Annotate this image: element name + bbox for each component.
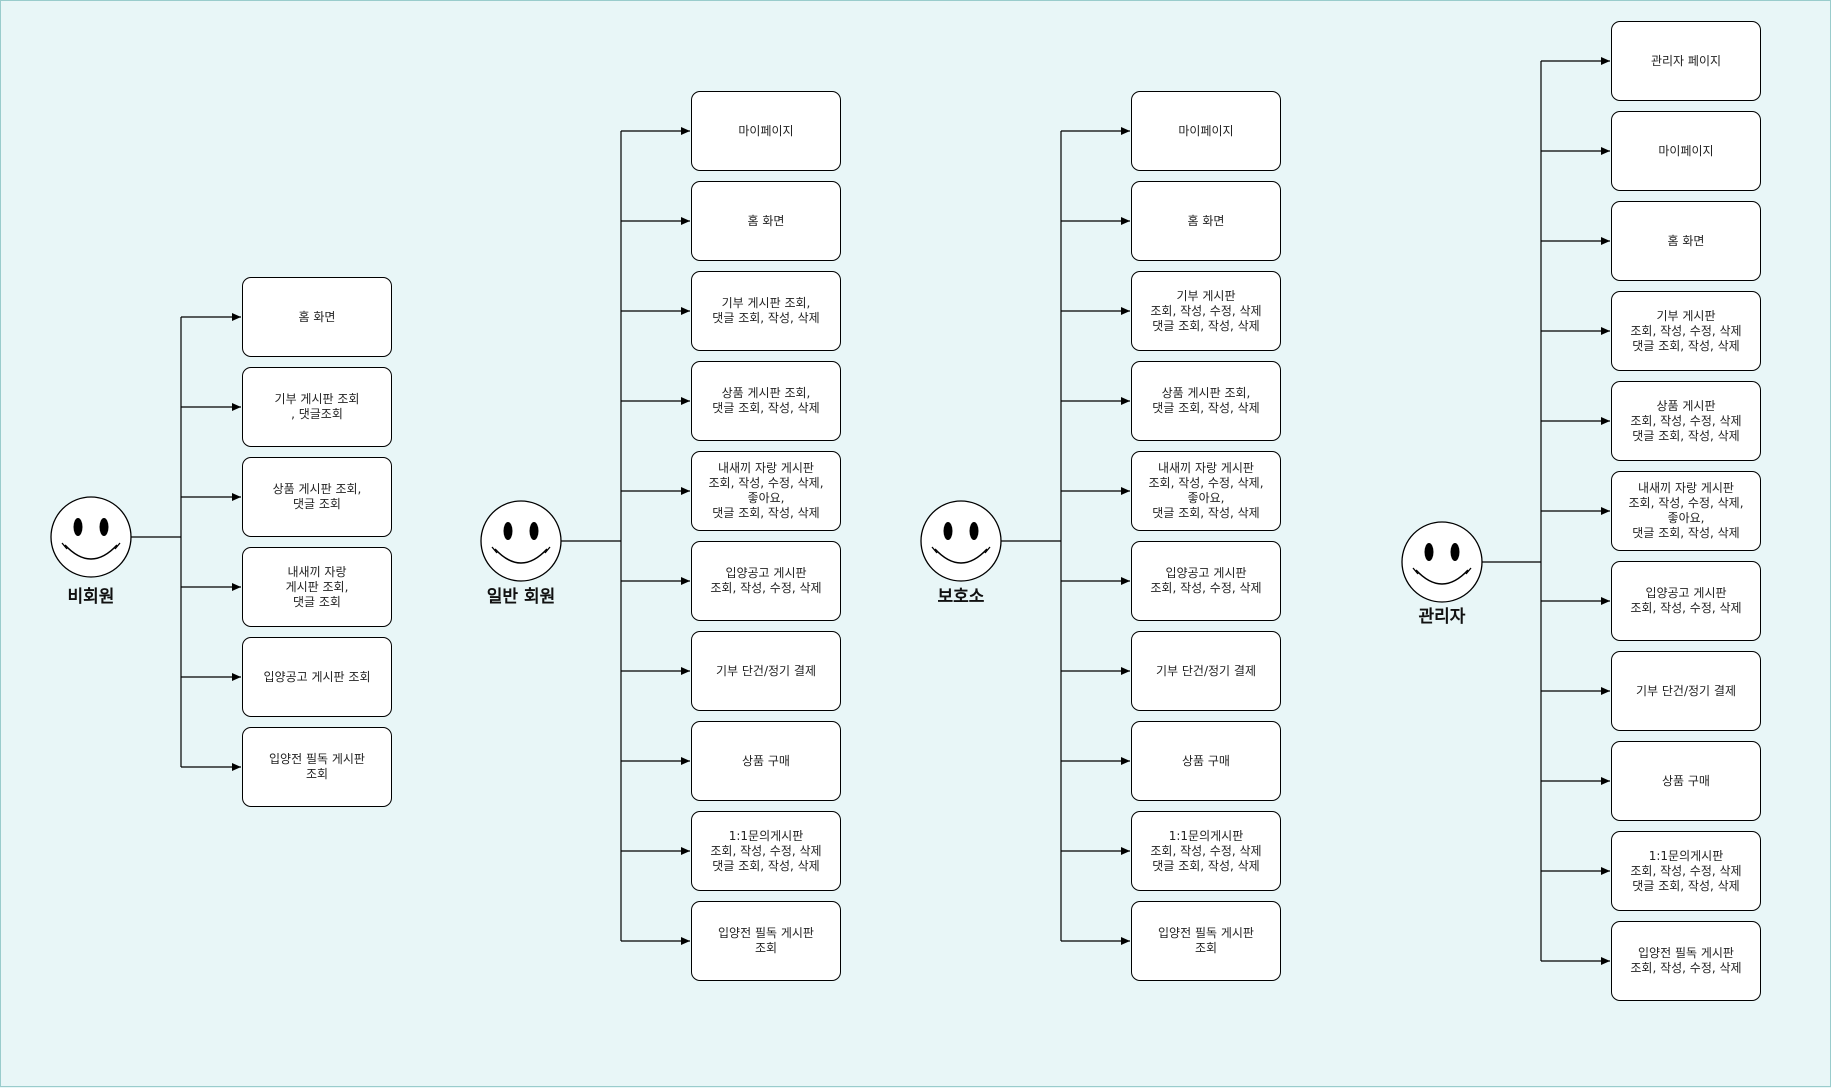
- non-member-smiley-icon: [50, 496, 132, 578]
- shelter-smiley-icon: [920, 500, 1002, 582]
- shelter-feature-box: 1:1문의게시판 조회, 작성, 수정, 삭제 댓글 조회, 작성, 삭제: [1131, 811, 1281, 891]
- non-member-feature-box: 입양공고 게시판 조회: [242, 637, 392, 717]
- member-feature-box: 상품 게시판 조회, 댓글 조회, 작성, 삭제: [691, 361, 841, 441]
- member-feature-box: 기부 게시판 조회, 댓글 조회, 작성, 삭제: [691, 271, 841, 351]
- shelter-actor-label: 보호소: [937, 587, 985, 607]
- admin-feature-box: 마이페이지: [1611, 111, 1761, 191]
- shelter-feature-box: 기부 단건/정기 결제: [1131, 631, 1281, 711]
- admin-feature-box: 입양공고 게시판 조회, 작성, 수정, 삭제: [1611, 561, 1761, 641]
- shelter-feature-box: 입양공고 게시판 조회, 작성, 수정, 삭제: [1131, 541, 1281, 621]
- admin-feature-box: 관리자 페이지: [1611, 21, 1761, 101]
- member-feature-box: 내새끼 자랑 게시판 조회, 작성, 수정, 삭제, 좋아요, 댓글 조회, 작…: [691, 451, 841, 531]
- admin-feature-box: 기부 게시판 조회, 작성, 수정, 삭제 댓글 조회, 작성, 삭제: [1611, 291, 1761, 371]
- member-feature-box: 입양공고 게시판 조회, 작성, 수정, 삭제: [691, 541, 841, 621]
- shelter-feature-box: 내새끼 자랑 게시판 조회, 작성, 수정, 삭제, 좋아요, 댓글 조회, 작…: [1131, 451, 1281, 531]
- shelter-feature-box: 홈 화면: [1131, 181, 1281, 261]
- admin-feature-box: 홈 화면: [1611, 201, 1761, 281]
- member-feature-box: 상품 구매: [691, 721, 841, 801]
- non-member-feature-box: 내새끼 자랑 게시판 조회, 댓글 조회: [242, 547, 392, 627]
- admin-feature-box: 기부 단건/정기 결제: [1611, 651, 1761, 731]
- shelter-feature-box: 기부 게시판 조회, 작성, 수정, 삭제 댓글 조회, 작성, 삭제: [1131, 271, 1281, 351]
- non-member-feature-box: 입양전 필독 게시판 조회: [242, 727, 392, 807]
- non-member-feature-box: 홈 화면: [242, 277, 392, 357]
- member-feature-box: 1:1문의게시판 조회, 작성, 수정, 삭제 댓글 조회, 작성, 삭제: [691, 811, 841, 891]
- member-smiley-icon: [480, 500, 562, 582]
- non-member-feature-box: 상품 게시판 조회, 댓글 조회: [242, 457, 392, 537]
- admin-feature-box: 내새끼 자랑 게시판 조회, 작성, 수정, 삭제, 좋아요, 댓글 조회, 작…: [1611, 471, 1761, 551]
- member-feature-box: 입양전 필독 게시판 조회: [691, 901, 841, 981]
- member-feature-box: 마이페이지: [691, 91, 841, 171]
- admin-smiley-icon: [1401, 521, 1483, 603]
- admin-feature-box: 상품 게시판 조회, 작성, 수정, 삭제 댓글 조회, 작성, 삭제: [1611, 381, 1761, 461]
- shelter-feature-box: 상품 게시판 조회, 댓글 조회, 작성, 삭제: [1131, 361, 1281, 441]
- shelter-feature-box: 마이페이지: [1131, 91, 1281, 171]
- shelter-feature-box: 입양전 필독 게시판 조회: [1131, 901, 1281, 981]
- member-feature-box: 기부 단건/정기 결제: [691, 631, 841, 711]
- non-member-feature-box: 기부 게시판 조회 , 댓글조회: [242, 367, 392, 447]
- admin-feature-box: 입양전 필독 게시판 조회, 작성, 수정, 삭제: [1611, 921, 1761, 1001]
- member-actor-label: 일반 회원: [486, 587, 556, 607]
- non-member-actor-label: 비회원: [67, 587, 115, 607]
- shelter-feature-box: 상품 구매: [1131, 721, 1281, 801]
- admin-feature-box: 1:1문의게시판 조회, 작성, 수정, 삭제 댓글 조회, 작성, 삭제: [1611, 831, 1761, 911]
- admin-actor-label: 관리자: [1418, 607, 1466, 627]
- member-feature-box: 홈 화면: [691, 181, 841, 261]
- admin-feature-box: 상품 구매: [1611, 741, 1761, 821]
